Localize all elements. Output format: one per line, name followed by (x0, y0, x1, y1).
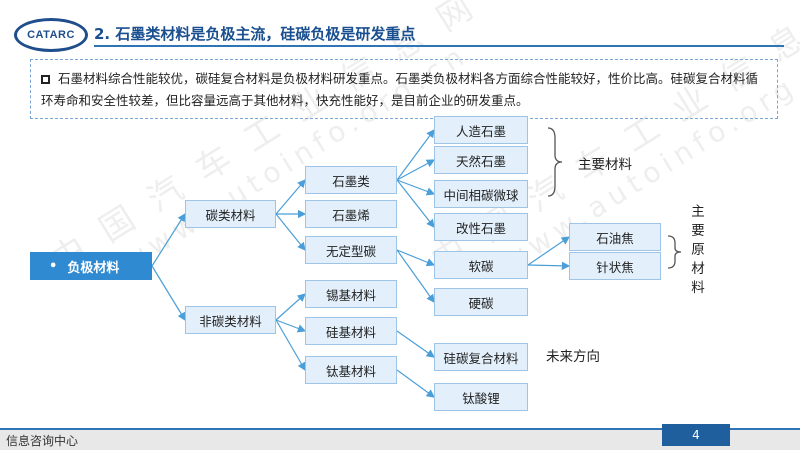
intro-box: 石墨材料综合性能较优，碳硅复合材料是负极材料研发重点。石墨类负极材料各方面综合性… (30, 59, 778, 119)
brace-raw-materials (667, 235, 682, 269)
node-titanium-materials: 钛基材料 (305, 356, 397, 384)
node-anode-materials: •负极材料 (30, 252, 152, 280)
connector-silicon-sic (396, 330, 435, 358)
connector-carbon-graphite (275, 179, 306, 215)
connector-graphite-natural (396, 159, 436, 181)
page-number: 4 (662, 424, 730, 446)
bullet-dot: • (49, 258, 58, 274)
connector-noncarbon-silicon (275, 319, 307, 333)
connector-carbon-amorphous (275, 213, 306, 251)
connector-graphite-mcmb (396, 179, 436, 196)
node-hard-carbon: 硬碳 (434, 288, 528, 316)
node-lithium-titanate: 钛酸锂 (434, 383, 528, 411)
intro-text: 石墨材料综合性能较优，碳硅复合材料是负极材料研发重点。石墨类负极材料各方面综合性… (41, 71, 759, 108)
connector-graphite-modified (396, 179, 435, 228)
node-soft-carbon: 软碳 (434, 251, 528, 279)
page-title: 2. 石墨类材料是负极主流，硅碳负极是研发重点 (94, 25, 416, 43)
connector-titanium-lto (396, 369, 435, 398)
brace-main-materials (547, 127, 563, 197)
node-needle-coke: 针状焦 (569, 252, 661, 280)
node-silicon-materials: 硅基材料 (305, 317, 397, 345)
node-tin-materials: 锡基材料 (305, 280, 397, 308)
connector-soft-needle (527, 261, 571, 271)
node-carbon-materials: 碳类材料 (185, 200, 276, 228)
node-graphene: 石墨烯 (305, 200, 397, 228)
connector-root-noncarbon (151, 265, 186, 322)
connector-noncarbon-tin (275, 293, 306, 321)
catarc-logo: CATARC (14, 18, 88, 52)
footer-label: 信息咨询中心 (6, 434, 79, 448)
footer-bar (0, 430, 800, 450)
note-main-materials: 主要材料 (578, 157, 632, 173)
node-mcmb: 中间相碳微球 (434, 180, 528, 208)
connector-noncarbon-titanium (275, 319, 306, 372)
node-artificial-graphite: 人造石墨 (434, 116, 528, 144)
note-main-raw-materials: 主要原材料 (691, 204, 705, 296)
square-bullet-icon (41, 75, 50, 84)
node-natural-graphite: 天然石墨 (434, 146, 528, 174)
connector-soft-petroleum (527, 236, 570, 266)
note-future-direction: 未来方向 (546, 349, 600, 365)
title-divider (94, 45, 784, 47)
node-amorphous-carbon: 无定型碳 (305, 236, 397, 264)
connector-graphite-artificial (396, 129, 435, 181)
connector-amorphous-soft (396, 249, 436, 267)
node-petroleum-coke: 石油焦 (569, 223, 661, 251)
node-noncarbon-materials: 非碳类材料 (185, 306, 276, 334)
node-graphite-class: 石墨类 (305, 166, 397, 194)
footer-divider (0, 428, 800, 430)
connector-root-carbon (151, 212, 186, 267)
connector-amorphous-hard (396, 249, 435, 303)
node-silicon-carbon-composite: 硅碳复合材料 (434, 343, 528, 371)
node-modified-graphite: 改性石墨 (434, 213, 528, 241)
